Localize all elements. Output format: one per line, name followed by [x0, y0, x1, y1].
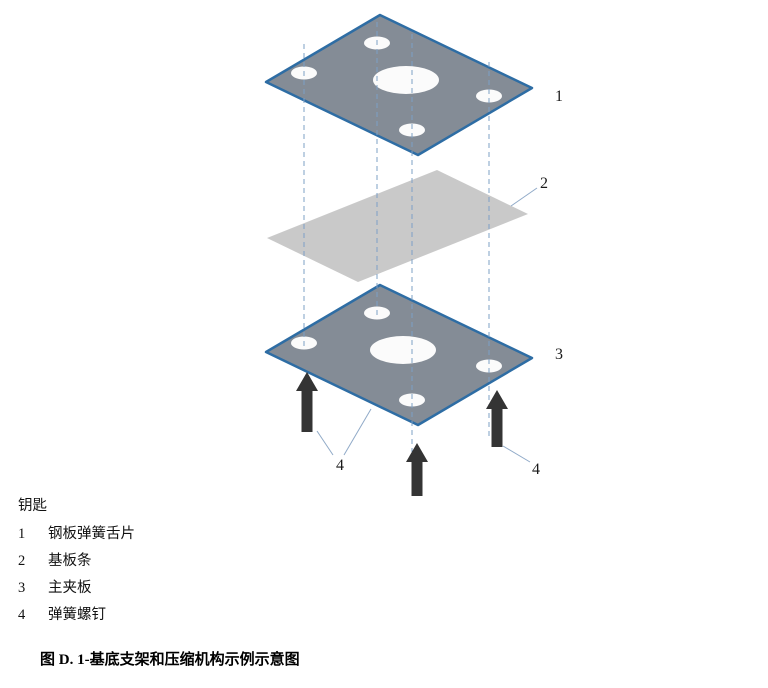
- key-item: 4 弹簧螺钉: [18, 607, 135, 624]
- key-item-label: 弹簧螺钉: [48, 607, 106, 623]
- part-label-4-right: 4: [532, 461, 540, 478]
- part-label-3: 3: [555, 346, 563, 363]
- key-item-label: 基板条: [48, 553, 92, 569]
- hole-icon: [399, 393, 425, 407]
- part-label-4-left: 4: [336, 457, 344, 474]
- key-item: 2 基板条: [18, 553, 135, 570]
- spring-screw-arrows: [296, 372, 508, 496]
- top-plate-spring-tab: [264, 13, 534, 157]
- up-arrow-icon: [486, 390, 508, 447]
- center-opening-icon: [370, 336, 436, 364]
- key-section: 钥匙 1 钢板弹簧舌片 2 基板条 3 主夹板 4 弹簧螺钉: [18, 498, 135, 634]
- part-label-1: 1: [555, 88, 563, 105]
- leader-line: [343, 408, 372, 456]
- key-item: 1 钢板弹簧舌片: [18, 526, 135, 543]
- part-label-2: 2: [540, 175, 548, 192]
- center-opening-icon: [373, 66, 439, 94]
- leader-line: [510, 187, 538, 207]
- figure-caption: 图 D. 1-基底支架和压缩机构示例示意图: [40, 652, 300, 668]
- base-plate-strip: [267, 170, 528, 282]
- label-leader-lines: [316, 187, 538, 463]
- key-title: 钥匙: [18, 498, 47, 514]
- hole-icon: [399, 123, 425, 137]
- key-item-number: 3: [18, 580, 26, 596]
- key-item: 3 主夹板: [18, 580, 135, 597]
- exploded-view-diagram: 1 2 3 4 4: [264, 13, 563, 496]
- leader-line: [316, 430, 334, 456]
- up-arrow-icon: [406, 443, 428, 496]
- key-item-label: 钢板弹簧舌片: [48, 526, 135, 542]
- alignment-guide-lines: [303, 22, 490, 452]
- up-arrow-icon: [296, 372, 318, 432]
- key-item-number: 1: [18, 526, 26, 542]
- key-item-number: 4: [18, 607, 26, 623]
- key-item-number: 2: [18, 553, 26, 569]
- hole-icon: [476, 89, 502, 103]
- key-item-label: 主夹板: [48, 580, 92, 596]
- hole-icon: [476, 359, 502, 373]
- leader-line: [502, 445, 531, 463]
